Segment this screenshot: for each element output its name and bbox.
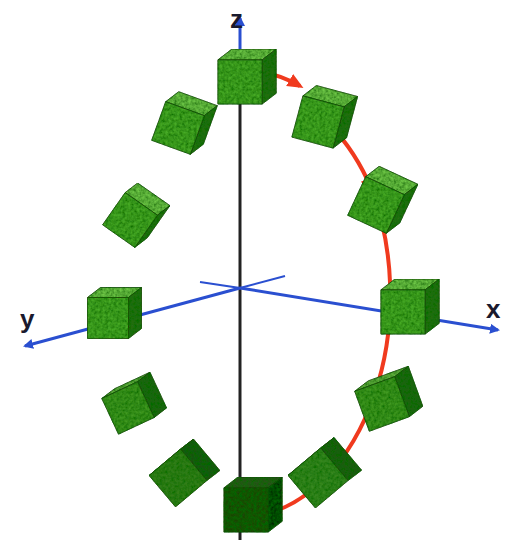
cube-face <box>152 102 205 155</box>
cube-face <box>103 193 158 248</box>
cube-face <box>224 488 268 532</box>
cube-face <box>129 288 142 339</box>
axis-label: z <box>230 6 243 32</box>
y-axis <box>25 288 240 346</box>
cube-face <box>348 177 405 234</box>
axis-label: x <box>486 296 500 322</box>
x-axis-back <box>200 282 240 288</box>
cube-face <box>381 290 425 334</box>
axis-label: y <box>20 306 34 332</box>
green-cube <box>149 439 220 507</box>
green-cube <box>355 366 423 431</box>
x-axis <box>240 288 498 330</box>
green-cube <box>381 279 439 334</box>
cube-group <box>88 49 440 532</box>
green-cube <box>152 92 218 155</box>
cube-face <box>149 449 207 507</box>
green-cube <box>102 372 167 434</box>
green-cube <box>218 49 276 104</box>
cube-face <box>262 49 276 104</box>
cube-face <box>355 377 410 432</box>
green-cube <box>103 183 170 247</box>
rotation-arc <box>262 190 390 515</box>
cube-face <box>425 279 439 334</box>
green-cube <box>292 86 358 149</box>
cube-face <box>288 448 348 508</box>
green-cube <box>288 438 362 508</box>
green-cube <box>348 166 418 233</box>
green-cube <box>88 288 142 339</box>
cube-face <box>102 382 154 434</box>
coordinate-axes <box>25 18 498 540</box>
green-cube <box>224 477 282 532</box>
cube-face <box>268 477 282 532</box>
cube-face <box>88 298 129 339</box>
cube-face <box>292 96 344 148</box>
y-axis-back <box>240 276 285 288</box>
cube-face <box>218 60 262 104</box>
